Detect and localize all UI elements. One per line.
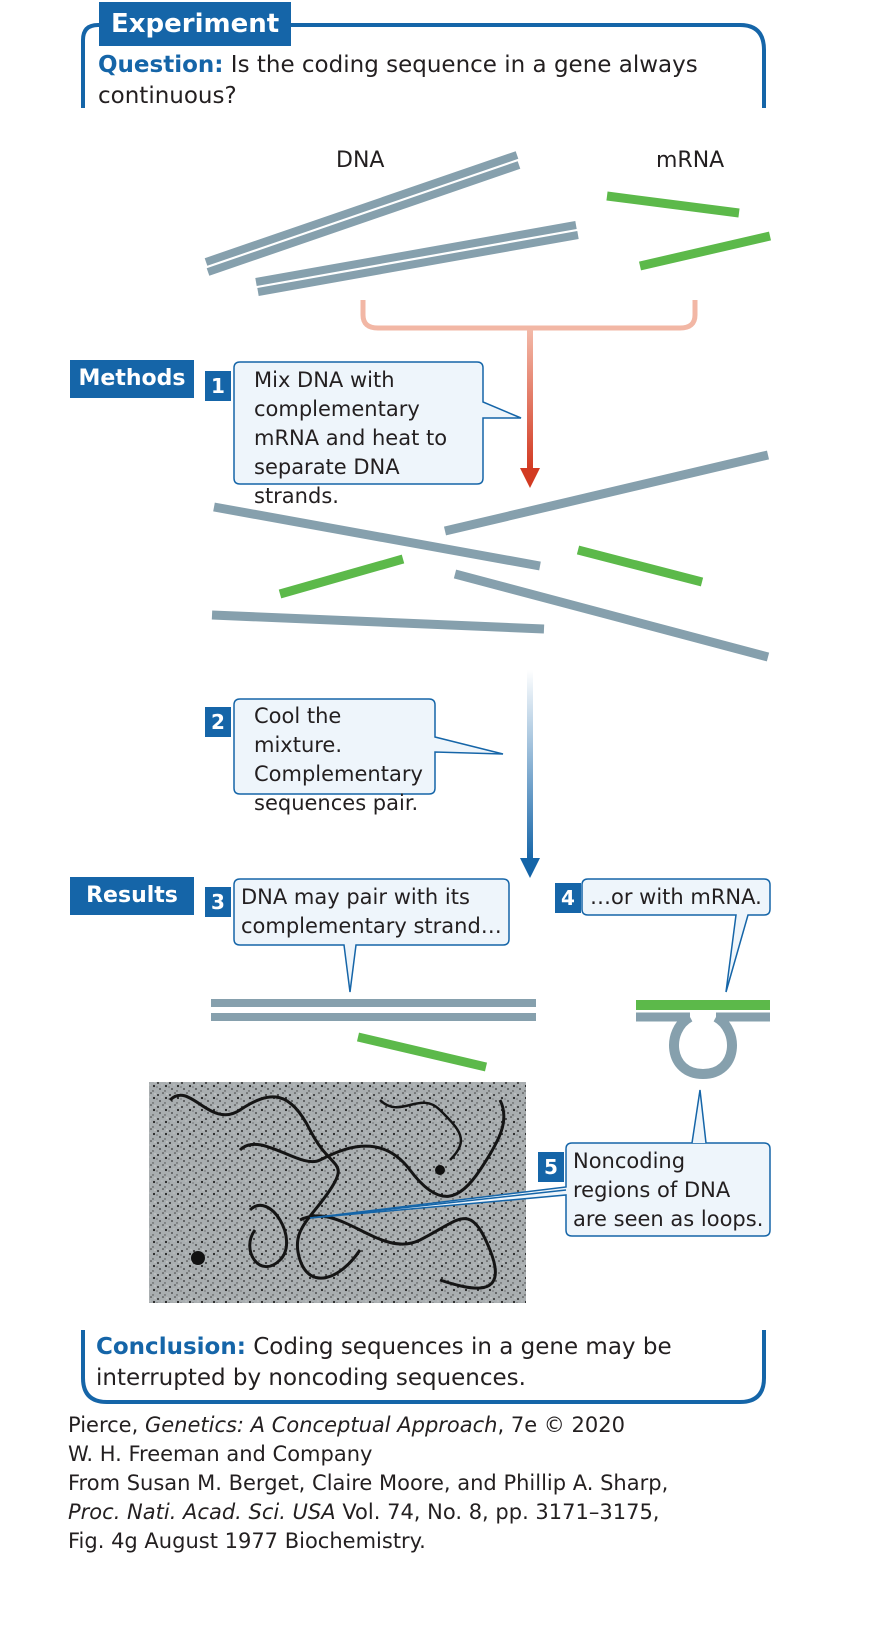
step-1-number: 1: [205, 371, 231, 401]
merge-bracket: [360, 300, 698, 331]
conclusion: Conclusion: Coding sequences in a gene m…: [96, 1332, 736, 1394]
step-3-text: DNA may pair with its complementary stra…: [241, 885, 502, 938]
dna-single-strand-4: [453, 569, 770, 662]
mrna-single-strand-1: [278, 554, 405, 599]
experiment-tab: Experiment: [99, 2, 292, 46]
credit-edition: , 7e © 2020: [497, 1413, 625, 1437]
step-4-number: 4: [555, 883, 581, 913]
step-4-text: …or with mRNA.: [590, 885, 762, 909]
callout-2-shape: [233, 698, 504, 795]
credit-author: Pierce,: [68, 1413, 145, 1437]
dna-single-strand-1: [213, 502, 541, 571]
credit-volume: Vol. 74, No. 8, pp. 3171–3175,: [335, 1500, 660, 1524]
step-2-text: Cool the mixture. Complementary sequence…: [254, 704, 423, 815]
question-label: Question:: [98, 52, 224, 78]
credit-line-4: Proc. Nati. Acad. Sci. USA Vol. 74, No. …: [68, 1498, 868, 1527]
electron-micrograph: [149, 1082, 526, 1303]
step-5-text: Noncoding regions of DNA are seen as loo…: [573, 1149, 764, 1231]
callout-1-shape: [233, 361, 522, 485]
credit-line-2: W. H. Freeman and Company: [68, 1442, 373, 1466]
mrna-label: mRNA: [656, 148, 725, 173]
credit-book-title: Genetics: A Conceptual Approach: [144, 1413, 498, 1437]
dna-strand-top-1: [204, 151, 521, 276]
dna-strand-top-2: [255, 221, 579, 296]
dna-single-strand-2: [443, 450, 770, 536]
methods-tab: Methods: [70, 360, 194, 398]
cool-arrow-head: [520, 858, 540, 878]
credit-line-1: Pierce, Genetics: A Conceptual Approach,…: [68, 1411, 868, 1440]
dna-duplex-result: [211, 999, 536, 1021]
experiment-border: [81, 23, 766, 108]
mrna-strand-top-1: [606, 191, 740, 218]
question: Question: Is the coding sequence in a ge…: [98, 50, 738, 112]
credit-line-5: Fig. 4g August 1977 Biochemistry.: [68, 1529, 426, 1553]
step-2-number: 2: [205, 707, 231, 737]
callout-3-shape: [233, 878, 510, 993]
step-1-text: Mix DNA with complementary mRNA and heat…: [254, 368, 448, 508]
callout-5-shape: [309, 1089, 771, 1237]
conclusion-text: Coding sequences in a gene may be interr…: [96, 1334, 672, 1391]
credit-line-3: From Susan M. Berget, Claire Moore, and …: [68, 1471, 669, 1495]
dna-single-strand-3: [211, 610, 545, 634]
heat-arrow-shaft: [527, 330, 533, 470]
credit-journal: Proc. Nati. Acad. Sci. USA: [68, 1500, 336, 1524]
heat-arrow-head: [520, 468, 540, 488]
step-3-number: 3: [205, 887, 231, 917]
dna-mrna-hybrid-loop: [636, 1000, 770, 1080]
mrna-strand-top-2: [638, 231, 772, 271]
step-5-number: 5: [538, 1152, 564, 1182]
cool-arrow-shaft: [527, 670, 533, 860]
conclusion-label: Conclusion:: [96, 1334, 246, 1360]
results-tab: Results: [70, 877, 194, 915]
mrna-single-strand-2: [576, 545, 704, 587]
mrna-free-result: [356, 1032, 488, 1072]
callout-4-shape: [581, 878, 771, 993]
question-text: Is the coding sequence in a gene always …: [98, 52, 698, 109]
credits: Pierce, Genetics: A Conceptual Approach,…: [68, 1411, 868, 1556]
conclusion-border: [81, 1330, 766, 1404]
dna-label: DNA: [336, 148, 385, 173]
